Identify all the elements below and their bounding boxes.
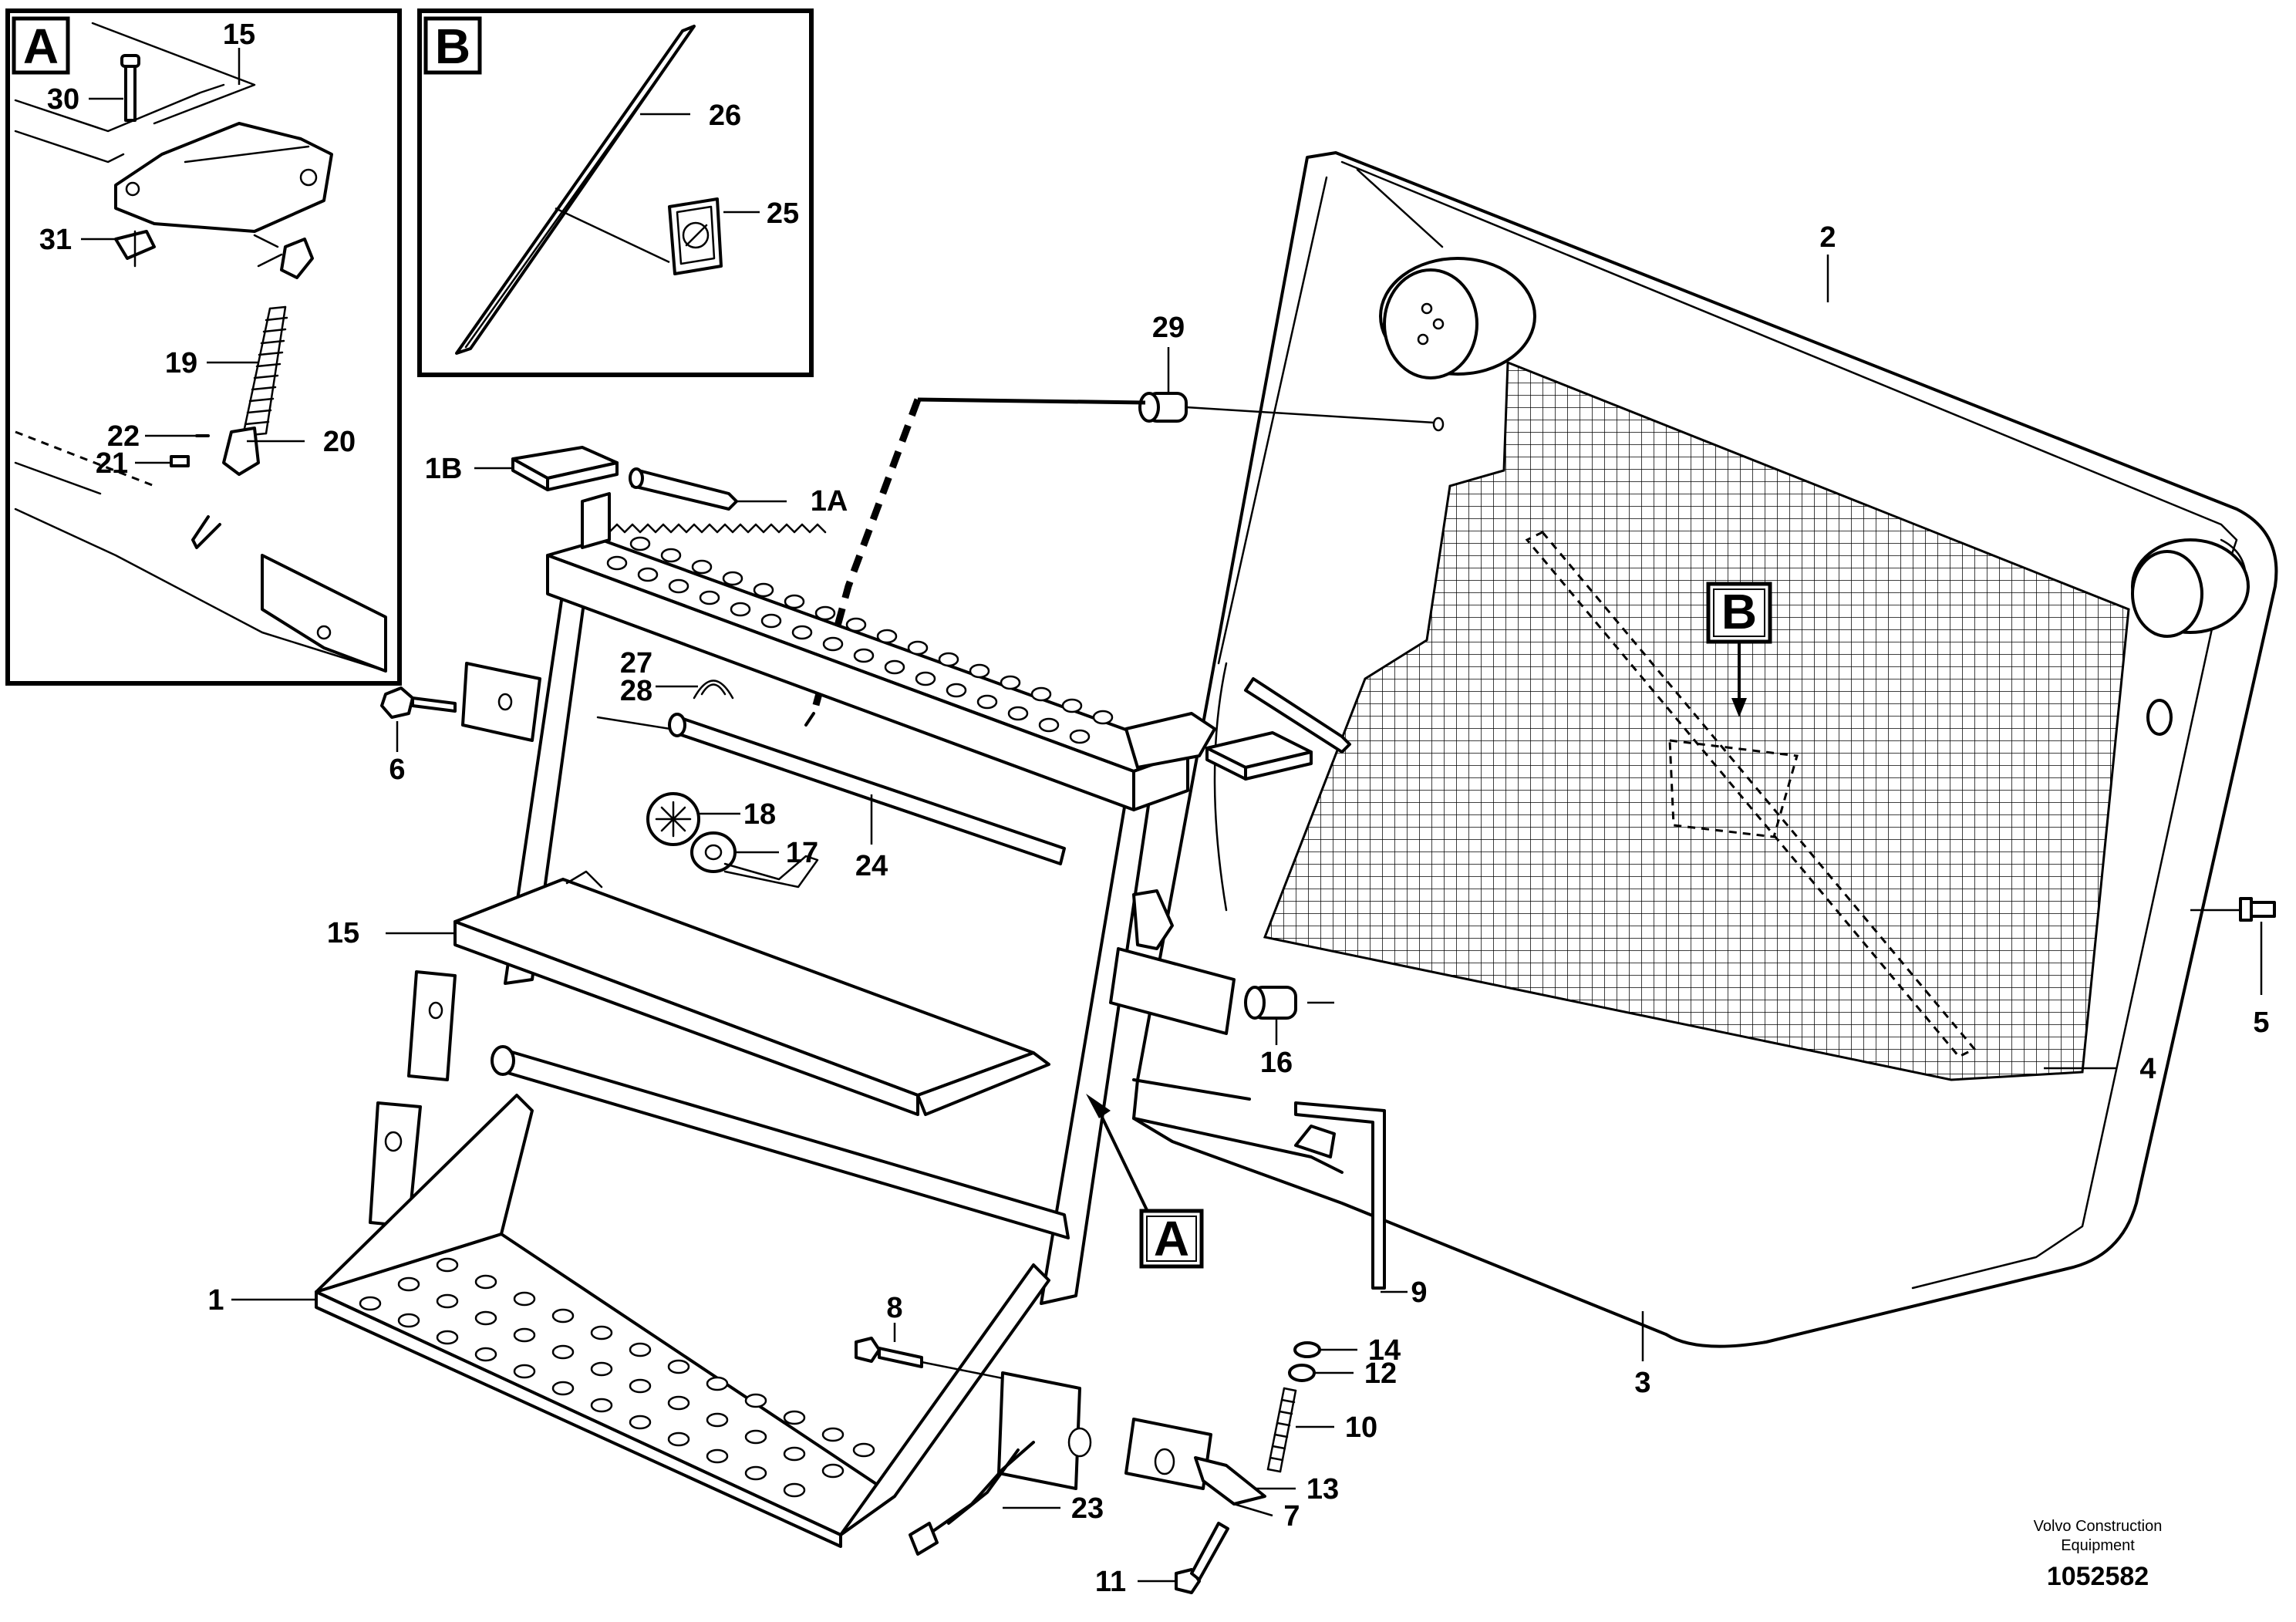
callout-1a: 1A bbox=[811, 485, 848, 518]
callout-1b: 1B bbox=[425, 453, 463, 485]
callout-7: 7 bbox=[1283, 1500, 1300, 1533]
callout-2: 2 bbox=[1819, 221, 1836, 254]
callout-24: 24 bbox=[855, 850, 888, 882]
footer: Volvo Construction Equipment 1052582 bbox=[2034, 1518, 2163, 1591]
callout-21: 21 bbox=[96, 447, 128, 480]
callout-8: 8 bbox=[886, 1292, 902, 1324]
callout-20: 20 bbox=[323, 426, 356, 458]
inset-a-tag-box bbox=[12, 16, 70, 75]
callout-10: 10 bbox=[1345, 1411, 1377, 1444]
callout-30: 30 bbox=[47, 83, 79, 116]
callout-23: 23 bbox=[1071, 1492, 1104, 1525]
callout-11: 11 bbox=[1095, 1566, 1126, 1598]
footer-company-line2: Equipment bbox=[2061, 1537, 2135, 1554]
inset-a-spring bbox=[241, 305, 288, 437]
callout-26: 26 bbox=[709, 99, 741, 132]
callout-9: 9 bbox=[1411, 1276, 1427, 1309]
callout-25: 25 bbox=[767, 197, 799, 230]
callout-16: 16 bbox=[1260, 1047, 1293, 1079]
callout-12: 12 bbox=[1364, 1357, 1397, 1390]
callout-28: 28 bbox=[620, 675, 652, 707]
inset-b-tag: B bbox=[435, 19, 470, 74]
callout-6: 6 bbox=[389, 754, 405, 786]
inset-b: B 26 25 bbox=[417, 8, 814, 377]
callout-14: 14 bbox=[1368, 1334, 1401, 1367]
footer-drawing-number: 1052582 bbox=[2047, 1562, 2149, 1591]
footer-company-line1: Volvo Construction bbox=[2034, 1518, 2163, 1535]
detail-marker-b-label: B bbox=[1721, 584, 1757, 639]
inset-a-tag: A bbox=[23, 19, 59, 74]
callout-19: 19 bbox=[165, 347, 197, 379]
callout-3: 3 bbox=[1634, 1367, 1650, 1399]
callout-4: 4 bbox=[2139, 1053, 2156, 1085]
callout-13: 13 bbox=[1306, 1473, 1339, 1506]
detail-marker-a: A bbox=[1086, 1094, 1204, 1269]
grille-panel: B 2 3 4 5 bbox=[1132, 151, 2278, 1399]
upper-step-holes bbox=[606, 536, 1114, 744]
detail-marker-a-label: A bbox=[1154, 1211, 1189, 1266]
callout-17: 17 bbox=[786, 837, 818, 869]
lower-step-holes bbox=[359, 1257, 875, 1498]
callout-31: 31 bbox=[39, 224, 72, 256]
decal-25 bbox=[668, 197, 723, 275]
inset-b-tag-box bbox=[423, 16, 482, 75]
callout-27: 27 bbox=[620, 647, 652, 679]
ladder-assembly: A bbox=[207, 446, 1428, 1598]
inset-a: A bbox=[5, 8, 402, 686]
callout-15-inset-a: 15 bbox=[223, 19, 255, 51]
callout-15: 15 bbox=[327, 917, 359, 949]
callout-5: 5 bbox=[2253, 1007, 2269, 1039]
callout-29: 29 bbox=[1152, 312, 1185, 344]
callout-18: 18 bbox=[743, 798, 776, 831]
detail-marker-b: B bbox=[1706, 582, 1772, 717]
callout-1: 1 bbox=[207, 1284, 224, 1317]
callout-22: 22 bbox=[107, 420, 140, 453]
